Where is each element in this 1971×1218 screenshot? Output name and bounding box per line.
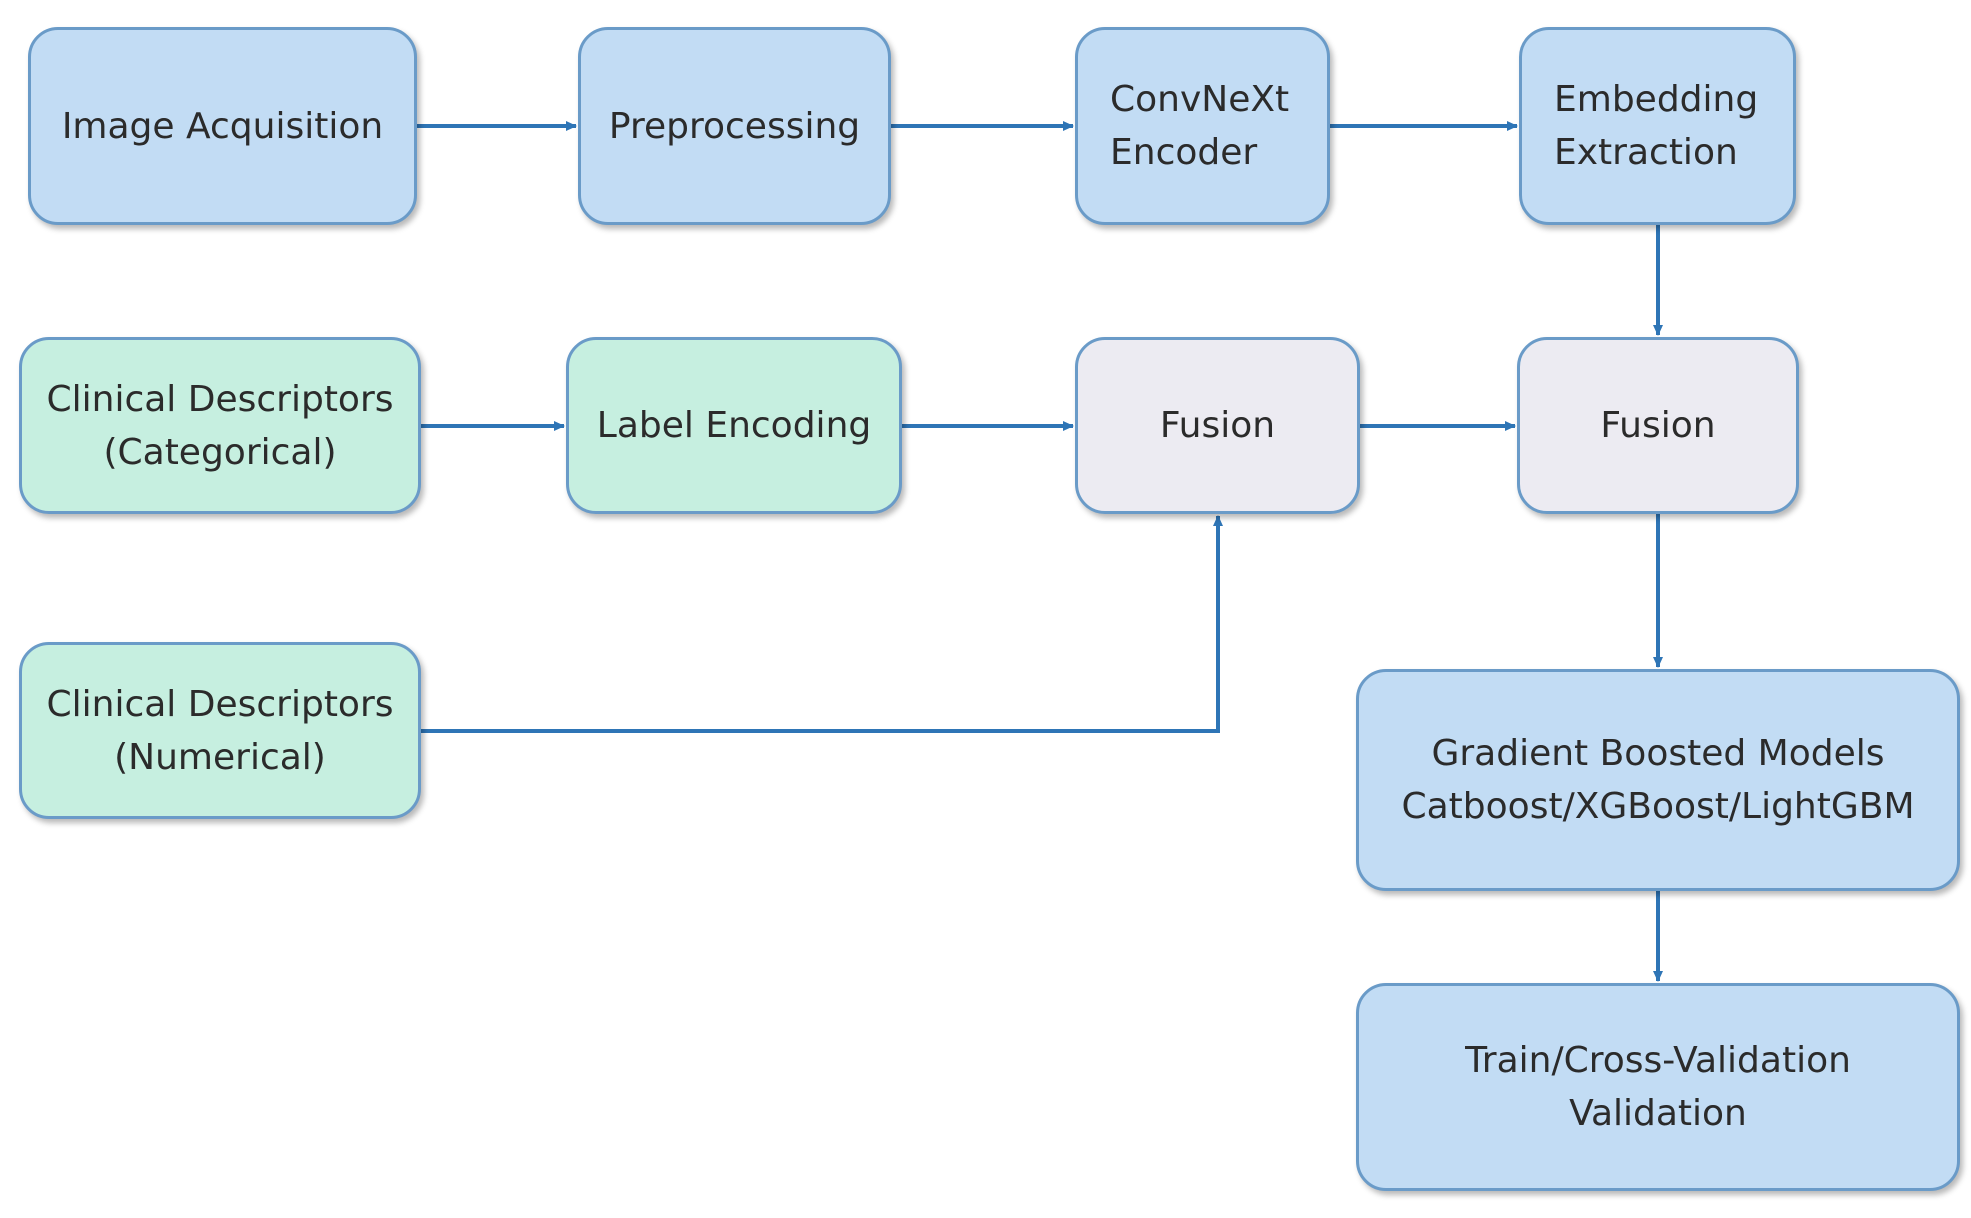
node-embedding-extraction-label: Embedding Extraction xyxy=(1554,79,1759,173)
node-embedding-extraction: Embedding Extraction xyxy=(1519,27,1796,225)
node-gradient-boosted-models: Gradient Boosted Models Catboost/XGBoost… xyxy=(1356,669,1960,891)
node-preprocessing: Preprocessing xyxy=(578,27,891,225)
node-image-acquisition-label: Image Acquisition xyxy=(61,105,384,147)
node-convnext-encoder: ConvNeXt Encoder xyxy=(1075,27,1330,225)
node-clinical-categorical-label: Clinical Descriptors (Categorical) xyxy=(46,378,394,473)
node-image-acquisition: Image Acquisition xyxy=(28,27,417,225)
node-label-encoding: Label Encoding xyxy=(566,337,902,514)
node-convnext-encoder-label: ConvNeXt Encoder xyxy=(1110,79,1290,173)
node-label-encoding-label: Label Encoding xyxy=(596,405,872,446)
node-fusion-2: Fusion xyxy=(1517,337,1799,514)
node-train-validation: Train/Cross-Validation Validation xyxy=(1356,983,1960,1191)
edge-numerical-to-fusion-1 xyxy=(421,515,1223,733)
node-preprocessing-label: Preprocessing xyxy=(608,105,861,147)
node-gradient-boosted-models-label: Gradient Boosted Models Catboost/XGBoost… xyxy=(1401,733,1915,827)
node-train-validation-label: Train/Cross-Validation Validation xyxy=(1465,1040,1851,1134)
node-fusion-1: Fusion xyxy=(1075,337,1360,514)
node-clinical-numerical-label: Clinical Descriptors (Numerical) xyxy=(46,683,394,778)
node-fusion-1-label: Fusion xyxy=(1159,405,1276,446)
node-clinical-categorical: Clinical Descriptors (Categorical) xyxy=(19,337,421,514)
node-clinical-numerical: Clinical Descriptors (Numerical) xyxy=(19,642,421,819)
node-fusion-2-label: Fusion xyxy=(1600,405,1716,446)
